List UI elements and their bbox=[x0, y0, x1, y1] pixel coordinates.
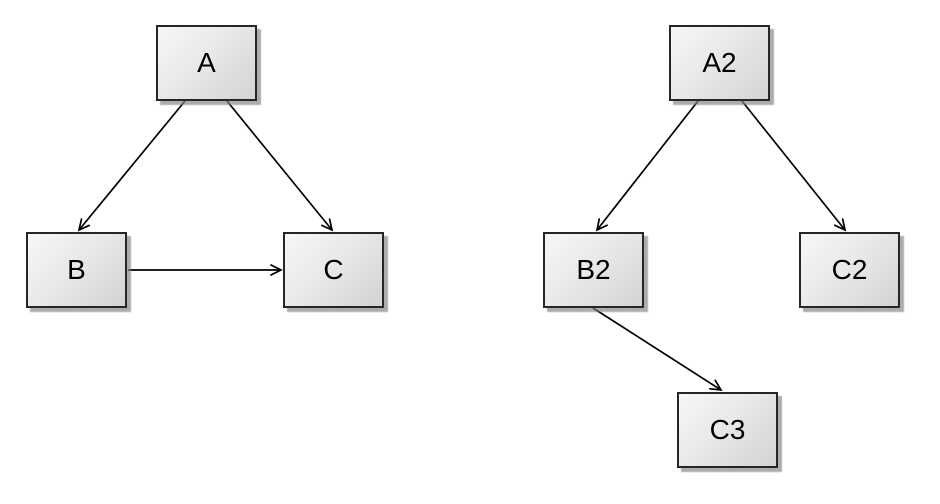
node-label-a: A bbox=[197, 47, 216, 78]
edge-a-to-b[interactable] bbox=[77, 100, 186, 232]
node-label-b: B bbox=[67, 254, 86, 285]
edge-a2-to-c2[interactable] bbox=[741, 100, 847, 232]
edge-a2-to-b2[interactable] bbox=[595, 100, 699, 232]
node-b[interactable]: B bbox=[26, 232, 127, 308]
edge-b2-to-c3[interactable] bbox=[592, 307, 723, 392]
edge-group bbox=[77, 100, 847, 392]
edge-a-to-c[interactable] bbox=[226, 100, 334, 232]
node-a[interactable]: A bbox=[156, 25, 257, 101]
node-label-b2: B2 bbox=[576, 254, 611, 285]
node-label-c3: C3 bbox=[709, 414, 746, 445]
node-label-c2: C2 bbox=[831, 254, 868, 285]
node-c2[interactable]: C2 bbox=[799, 232, 900, 308]
node-a2[interactable]: A2 bbox=[669, 25, 770, 101]
node-label-a2: A2 bbox=[702, 47, 737, 78]
node-c[interactable]: C bbox=[283, 232, 384, 308]
node-c3[interactable]: C3 bbox=[677, 392, 778, 468]
node-label-c: C bbox=[323, 254, 344, 285]
node-b2[interactable]: B2 bbox=[543, 232, 644, 308]
